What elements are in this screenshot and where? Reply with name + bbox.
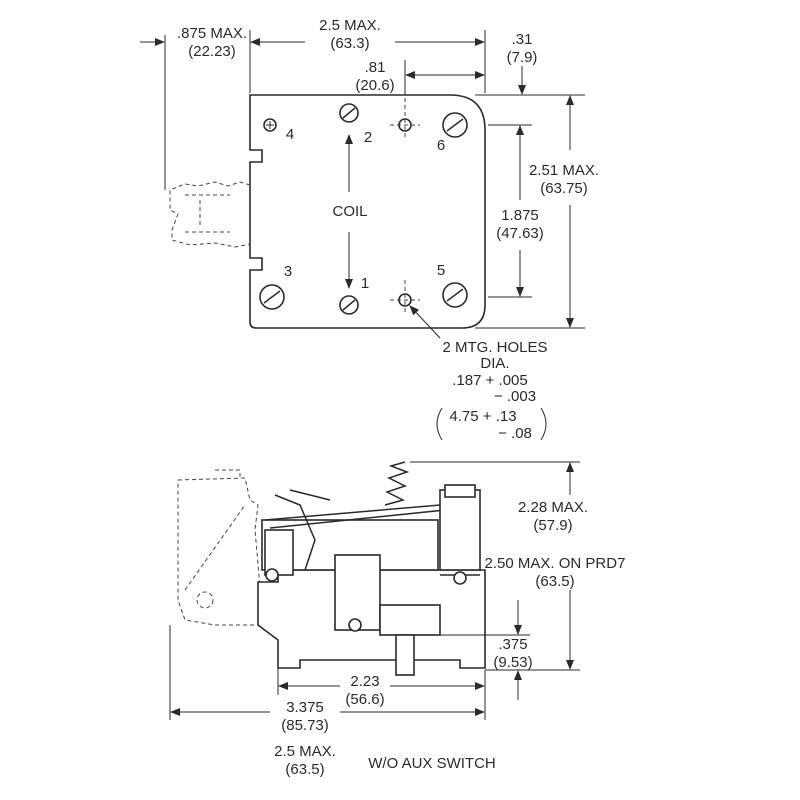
mounting-holes-note: 2 MTG. HOLES DIA. .187 + .005 − .003 4.7… xyxy=(436,339,548,442)
aux-switch-side-outline xyxy=(177,469,263,626)
screw-terminals xyxy=(259,103,468,315)
terminal-4-label: 4 xyxy=(286,126,294,143)
dim-no-aux-in: 2.5 MAX. xyxy=(274,743,336,760)
dim-hole-spacing-mm: (47.63) xyxy=(496,225,544,242)
dim-hole-spacing-in: 1.875 xyxy=(501,207,539,224)
dim-no-aux-mm: (63.5) xyxy=(285,761,324,778)
screw-5-icon xyxy=(442,282,468,308)
side-view: 2.28 MAX. (57.9) 2.50 MAX. ON PRD7 (63.5… xyxy=(169,461,626,778)
dim-corner-mm: (7.9) xyxy=(507,49,538,66)
terminal-3-label: 3 xyxy=(284,263,292,280)
mounting-holes xyxy=(390,98,420,315)
coil-label: COIL xyxy=(332,203,367,220)
dim-side-height-mm: (57.9) xyxy=(533,517,572,534)
top-view: 2 6 1 5 3 4 COIL .875 MAX. (22.23) 2.5 M… xyxy=(140,17,599,442)
terminal-1-label: 1 xyxy=(361,275,369,292)
dim-overall-in: 3.375 xyxy=(286,699,324,716)
svg-text:− .08: − .08 xyxy=(498,425,532,442)
dim-width-in: 2.5 MAX. xyxy=(319,17,381,34)
screw-4-icon xyxy=(263,118,277,132)
terminal-5-label: 5 xyxy=(437,262,445,279)
svg-text:.187 + .005: .187 + .005 xyxy=(452,372,527,389)
coil-center xyxy=(334,554,381,631)
dim-height-in: 2.51 MAX. xyxy=(529,162,599,179)
dim-aux-in: .875 MAX. xyxy=(177,25,247,42)
screw-1-icon xyxy=(339,295,359,315)
svg-text:2 MTG. HOLES: 2 MTG. HOLES xyxy=(442,339,547,356)
dim-height-mm: (63.75) xyxy=(540,180,588,197)
terminal-6-label: 6 xyxy=(437,137,445,154)
dim-prd7-mm: (63.5) xyxy=(535,573,574,590)
dim-stud-mm: (9.53) xyxy=(493,654,532,671)
right-terminal xyxy=(439,489,481,571)
no-aux-note: W/O AUX SWITCH xyxy=(368,755,496,772)
spring-icon xyxy=(384,461,410,506)
stud-block xyxy=(379,604,441,636)
dim-stud-in: .375 xyxy=(498,636,527,653)
dim-overall-mm: (85.73) xyxy=(281,717,329,734)
dim-aux-mm: (22.23) xyxy=(188,43,236,60)
svg-text:DIA.: DIA. xyxy=(480,355,509,372)
mounting-plate xyxy=(249,94,486,329)
screw-6-icon xyxy=(442,112,468,138)
svg-text:− .003: − .003 xyxy=(494,388,536,405)
coil-left xyxy=(264,529,294,576)
svg-text:4.75 + .13: 4.75 + .13 xyxy=(449,408,516,425)
screw-3-icon xyxy=(259,284,285,310)
stud xyxy=(395,634,415,676)
dim-base-mm: (56.6) xyxy=(345,691,384,708)
contact-arm xyxy=(274,489,331,571)
screw-2-icon xyxy=(339,103,359,123)
dim-base-in: 2.23 xyxy=(350,673,379,690)
terminal-2-label: 2 xyxy=(364,129,372,146)
dim-hole-offset-mm: (20.6) xyxy=(355,77,394,94)
dim-hole-offset-in: .81 xyxy=(365,59,386,76)
dim-width-mm: (63.3) xyxy=(330,35,369,52)
dim-prd7-in: 2.50 MAX. ON PRD7 xyxy=(485,555,626,572)
dim-corner-in: .31 xyxy=(512,31,533,48)
dim-side-height-in: 2.28 MAX. xyxy=(518,499,588,516)
aux-switch-outline xyxy=(169,181,251,248)
